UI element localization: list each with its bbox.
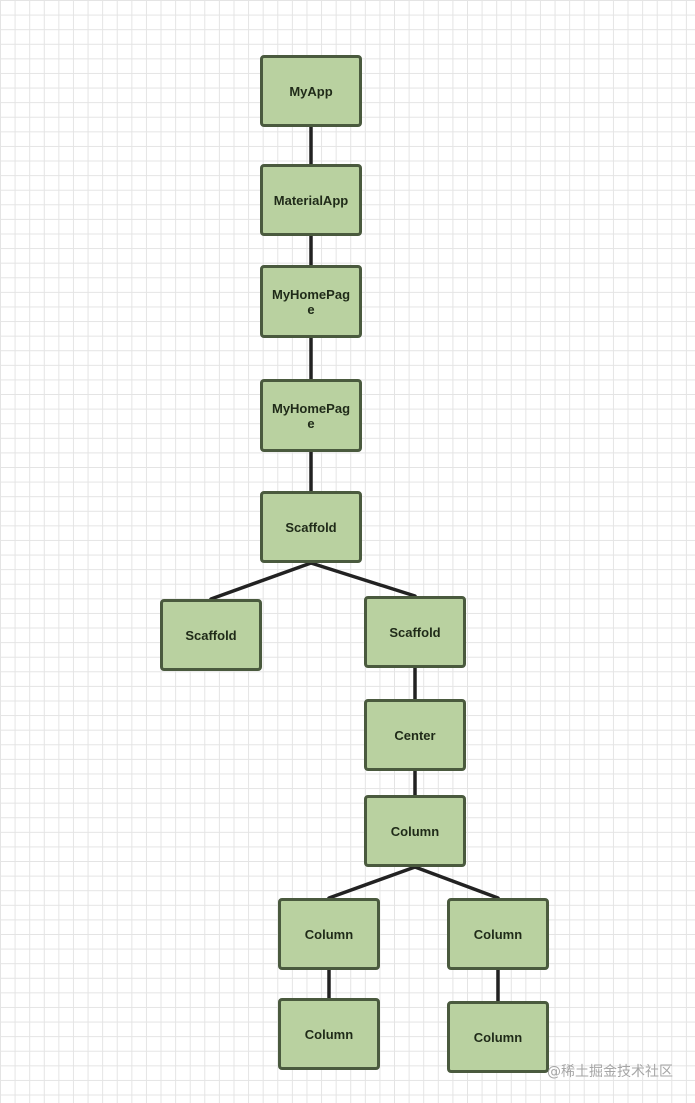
edge-scaffold-root-scaffold-right: [309, 561, 417, 598]
edge-scaffold-root-scaffold-left: [209, 561, 313, 601]
node-scaffold-left[interactable]: Scaffold: [160, 599, 262, 671]
node-scaffold-root[interactable]: Scaffold: [260, 491, 362, 563]
node-myhomepage-1[interactable]: MyHomePag e: [260, 265, 362, 338]
node-column-main[interactable]: Column: [364, 795, 466, 867]
node-myhomepage-2[interactable]: MyHomePag e: [260, 379, 362, 452]
node-column-right[interactable]: Column: [447, 898, 549, 970]
watermark: @稀土掘金技术社区: [547, 1064, 673, 1080]
node-materialapp[interactable]: MaterialApp: [260, 164, 362, 236]
node-myapp[interactable]: MyApp: [260, 55, 362, 127]
node-center[interactable]: Center: [364, 699, 466, 771]
edge-column-main-column-left: [327, 865, 417, 900]
node-scaffold-right[interactable]: Scaffold: [364, 596, 466, 668]
node-column-left-child[interactable]: Column: [278, 998, 380, 1070]
node-column-left[interactable]: Column: [278, 898, 380, 970]
node-column-right-child[interactable]: Column: [447, 1001, 549, 1073]
edge-column-main-column-right: [413, 865, 500, 900]
